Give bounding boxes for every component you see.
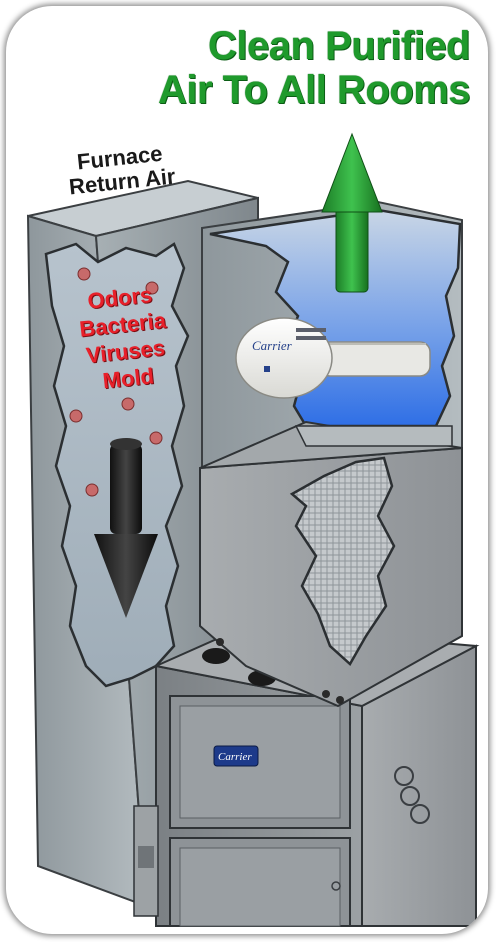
furnace-diagram: Carrier Carrier [6,6,488,934]
contaminant-list: Odors Bacteria Viruses Mold [59,278,190,398]
contaminant-particle [122,398,134,410]
headline-line-2: Air To All Rooms [150,68,470,112]
furnace-brand-logo: Carrier [218,751,252,763]
headline-line-1: Clean Purified [150,24,470,68]
contaminant-particle [70,410,82,422]
headline: Clean Purified Air To All Rooms [150,24,470,112]
contaminant-particle [86,484,98,496]
contaminant-particle [78,268,90,280]
contaminant-particle [150,432,162,444]
illustration-card: Carrier Carrier [6,6,488,934]
purifier-brand-logo: Carrier [252,338,293,353]
